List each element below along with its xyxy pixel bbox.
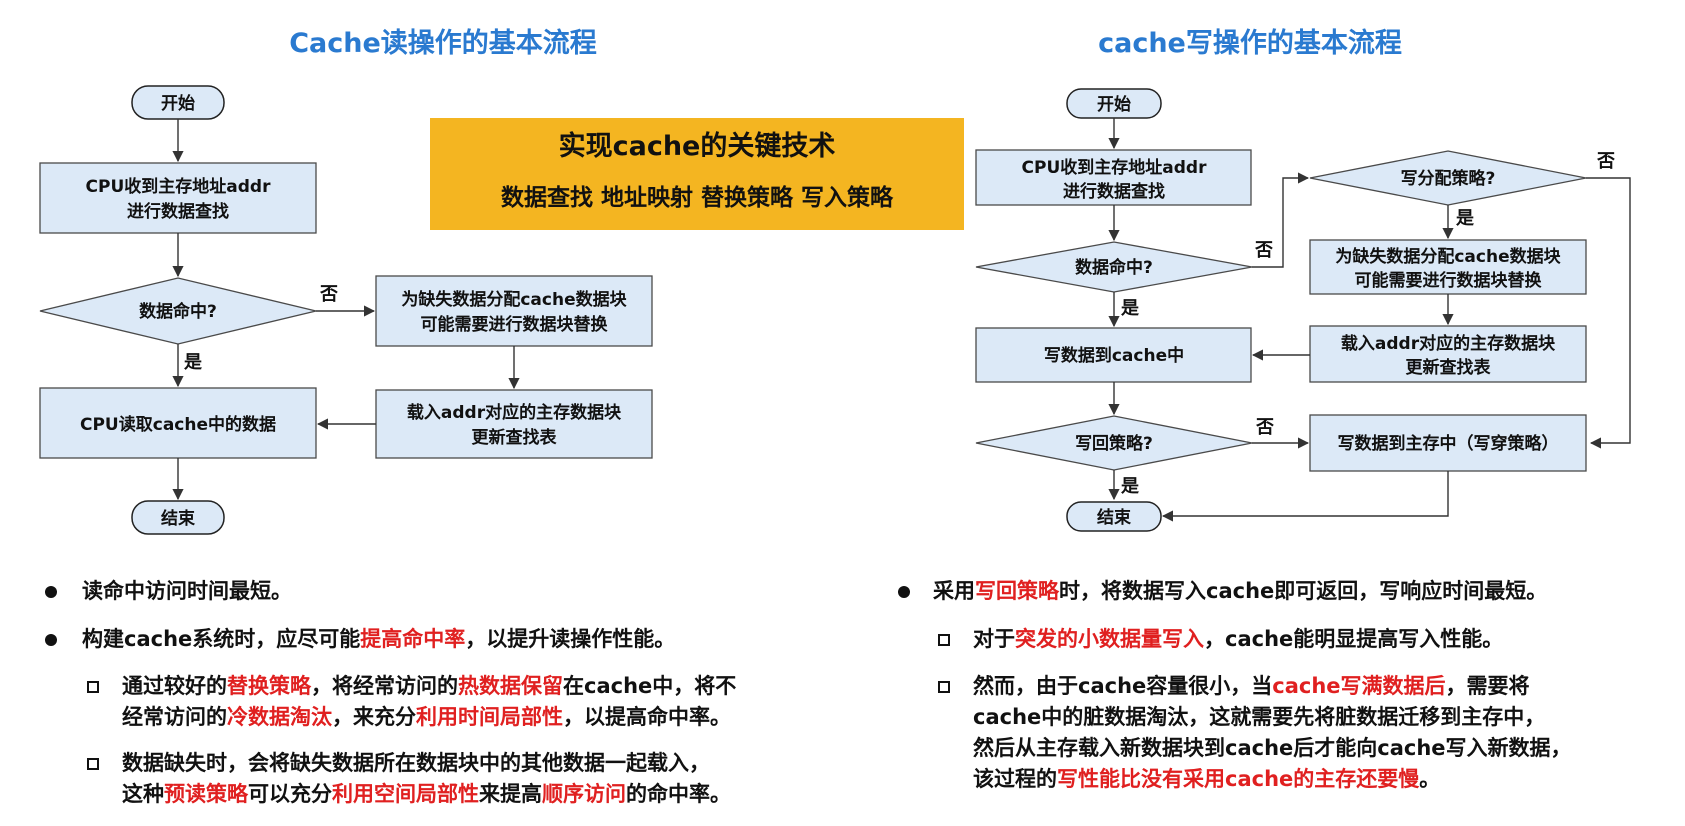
read-start-node: 开始 — [131, 85, 225, 120]
read-note-1: 读命中访问时间最短。 — [82, 579, 292, 603]
bullet-dot — [898, 586, 910, 598]
svg-text:进行数据查找: 进行数据查找 — [1063, 181, 1165, 202]
svg-text:载入addr对应的主存数据块: 载入addr对应的主存数据块 — [407, 402, 622, 423]
write-sub-note-2-line-4: 该过程的写性能比没有采用cache的主存还要慢。 — [973, 767, 1441, 791]
svg-text:更新查找表: 更新查找表 — [472, 427, 558, 448]
read-load-box: 载入addr对应的主存数据块 更新查找表 — [375, 389, 653, 459]
svg-text:CPU读取cache中的数据: CPU读取cache中的数据 — [80, 414, 276, 435]
read-alloc-box: 为缺失数据分配cache数据块 可能需要进行数据块替换 — [375, 275, 653, 347]
read-flow-title: Cache读操作的基本流程 — [289, 27, 597, 59]
svg-text:CPU收到主存地址addr: CPU收到主存地址addr — [86, 176, 272, 197]
write-sub-note-2-line-2: cache中的脏数据淘汰，这就需要先将脏数据迁移到主存中， — [973, 705, 1546, 729]
read-sub-note-1-line-2: 经常访问的冷数据淘汰，来充分利用时间局部性，以提高命中率。 — [122, 705, 731, 729]
write-mem-box: 写数据到主存中（写穿策略） — [1309, 414, 1587, 472]
svg-text:结束: 结束 — [161, 508, 195, 529]
read-sub-note-2-line-2: 这种预读策略可以充分利用空间局部性来提高顺序访问的命中率。 — [122, 782, 731, 806]
svg-text:为缺失数据分配cache数据块: 为缺失数据分配cache数据块 — [401, 289, 627, 310]
svg-text:写数据到cache中: 写数据到cache中 — [1044, 345, 1184, 366]
svg-text:写回策略?: 写回策略? — [1075, 433, 1153, 454]
write-hit-no-label: 否 — [1254, 240, 1273, 261]
write-sub-note-2-line-3: 然后从主存载入新数据块到cache后才能向cache写入新数据， — [973, 736, 1572, 760]
read-sub-note-2-line-1: 数据缺失时，会将缺失数据所在数据块中的其他数据一起载入， — [122, 751, 710, 775]
svg-text:写分配策略?: 写分配策略? — [1401, 168, 1496, 189]
sub-bullet-square — [87, 758, 99, 770]
write-hit-decision: 数据命中? — [975, 241, 1253, 293]
svg-text:CPU收到主存地址addr: CPU收到主存地址addr — [1022, 157, 1208, 178]
read-no-label: 否 — [319, 284, 338, 305]
sub-bullet-square — [87, 681, 99, 693]
read-end-node: 结束 — [131, 500, 225, 535]
svg-text:进行数据查找: 进行数据查找 — [127, 201, 229, 222]
write-alloc-no-label: 否 — [1596, 151, 1615, 172]
svg-text:可能需要进行数据块替换: 可能需要进行数据块替换 — [421, 314, 609, 335]
svg-text:为缺失数据分配cache数据块: 为缺失数据分配cache数据块 — [1335, 246, 1561, 267]
read-sub-note-1-line-1: 通过较好的替换策略，将经常访问的热数据保留在cache中，将不 — [122, 674, 737, 698]
write-lookup-box: CPU收到主存地址addr 进行数据查找 — [975, 149, 1252, 206]
svg-text:载入addr对应的主存数据块: 载入addr对应的主存数据块 — [1341, 333, 1556, 354]
write-sub-note-1: 对于突发的小数据量写入，cache能明显提高写入性能。 — [973, 627, 1504, 651]
sub-bullet-square — [938, 634, 950, 646]
svg-text:开始: 开始 — [161, 93, 195, 114]
write-sub-note-2-line-1: 然而，由于cache容量很小，当cache写满数据后，需要将 — [973, 674, 1530, 698]
svg-text:可能需要进行数据块替换: 可能需要进行数据块替换 — [1355, 270, 1543, 291]
sub-bullet-square — [938, 681, 950, 693]
svg-text:写数据到主存中（写穿策略）: 写数据到主存中（写穿策略） — [1338, 433, 1559, 454]
svg-text:开始: 开始 — [1097, 94, 1131, 115]
write-flow-title: cache写操作的基本流程 — [1098, 27, 1402, 59]
read-cache-box: CPU读取cache中的数据 — [39, 387, 317, 459]
svg-text:结束: 结束 — [1097, 507, 1131, 528]
read-note-2: 构建cache系统时，应尽可能提高命中率，以提升读操作性能。 — [82, 627, 676, 651]
read-lookup-box: CPU收到主存地址addr 进行数据查找 — [39, 162, 317, 234]
write-load-box: 载入addr对应的主存数据块 更新查找表 — [1309, 325, 1587, 383]
write-alloc-box: 为缺失数据分配cache数据块 可能需要进行数据块替换 — [1309, 239, 1587, 295]
write-end-node: 结束 — [1066, 501, 1162, 532]
write-note-1: 采用写回策略时，将数据写入cache即可返回，写响应时间最短。 — [933, 579, 1548, 603]
key-tech-banner: 实现cache的关键技术 数据查找 地址映射 替换策略 写入策略 — [430, 118, 964, 230]
write-back-no-label: 否 — [1255, 417, 1274, 438]
write-start-node: 开始 — [1066, 88, 1162, 119]
read-yes-label: 是 — [183, 352, 202, 373]
bullet-dot — [45, 586, 57, 598]
write-cache-box: 写数据到cache中 — [975, 327, 1252, 383]
write-hit-yes-label: 是 — [1120, 298, 1139, 319]
banner-items: 数据查找 地址映射 替换策略 写入策略 — [501, 184, 894, 211]
write-back-decision: 写回策略? — [975, 415, 1253, 471]
flowchart-canvas: Cache读操作的基本流程 开始 CPU收到主存地址addr 进行数据查找 数据… — [39, 27, 1631, 535]
write-back-yes-label: 是 — [1120, 476, 1139, 497]
read-hit-decision: 数据命中? — [39, 277, 317, 345]
write-alloc-yes-label: 是 — [1455, 208, 1474, 229]
bullet-dot — [45, 634, 57, 646]
write-alloc-decision: 写分配策略? — [1309, 150, 1587, 206]
banner-title: 实现cache的关键技术 — [559, 130, 836, 162]
svg-text:数据命中?: 数据命中? — [1075, 257, 1153, 278]
svg-text:更新查找表: 更新查找表 — [1406, 357, 1492, 378]
svg-text:数据命中?: 数据命中? — [139, 301, 217, 322]
